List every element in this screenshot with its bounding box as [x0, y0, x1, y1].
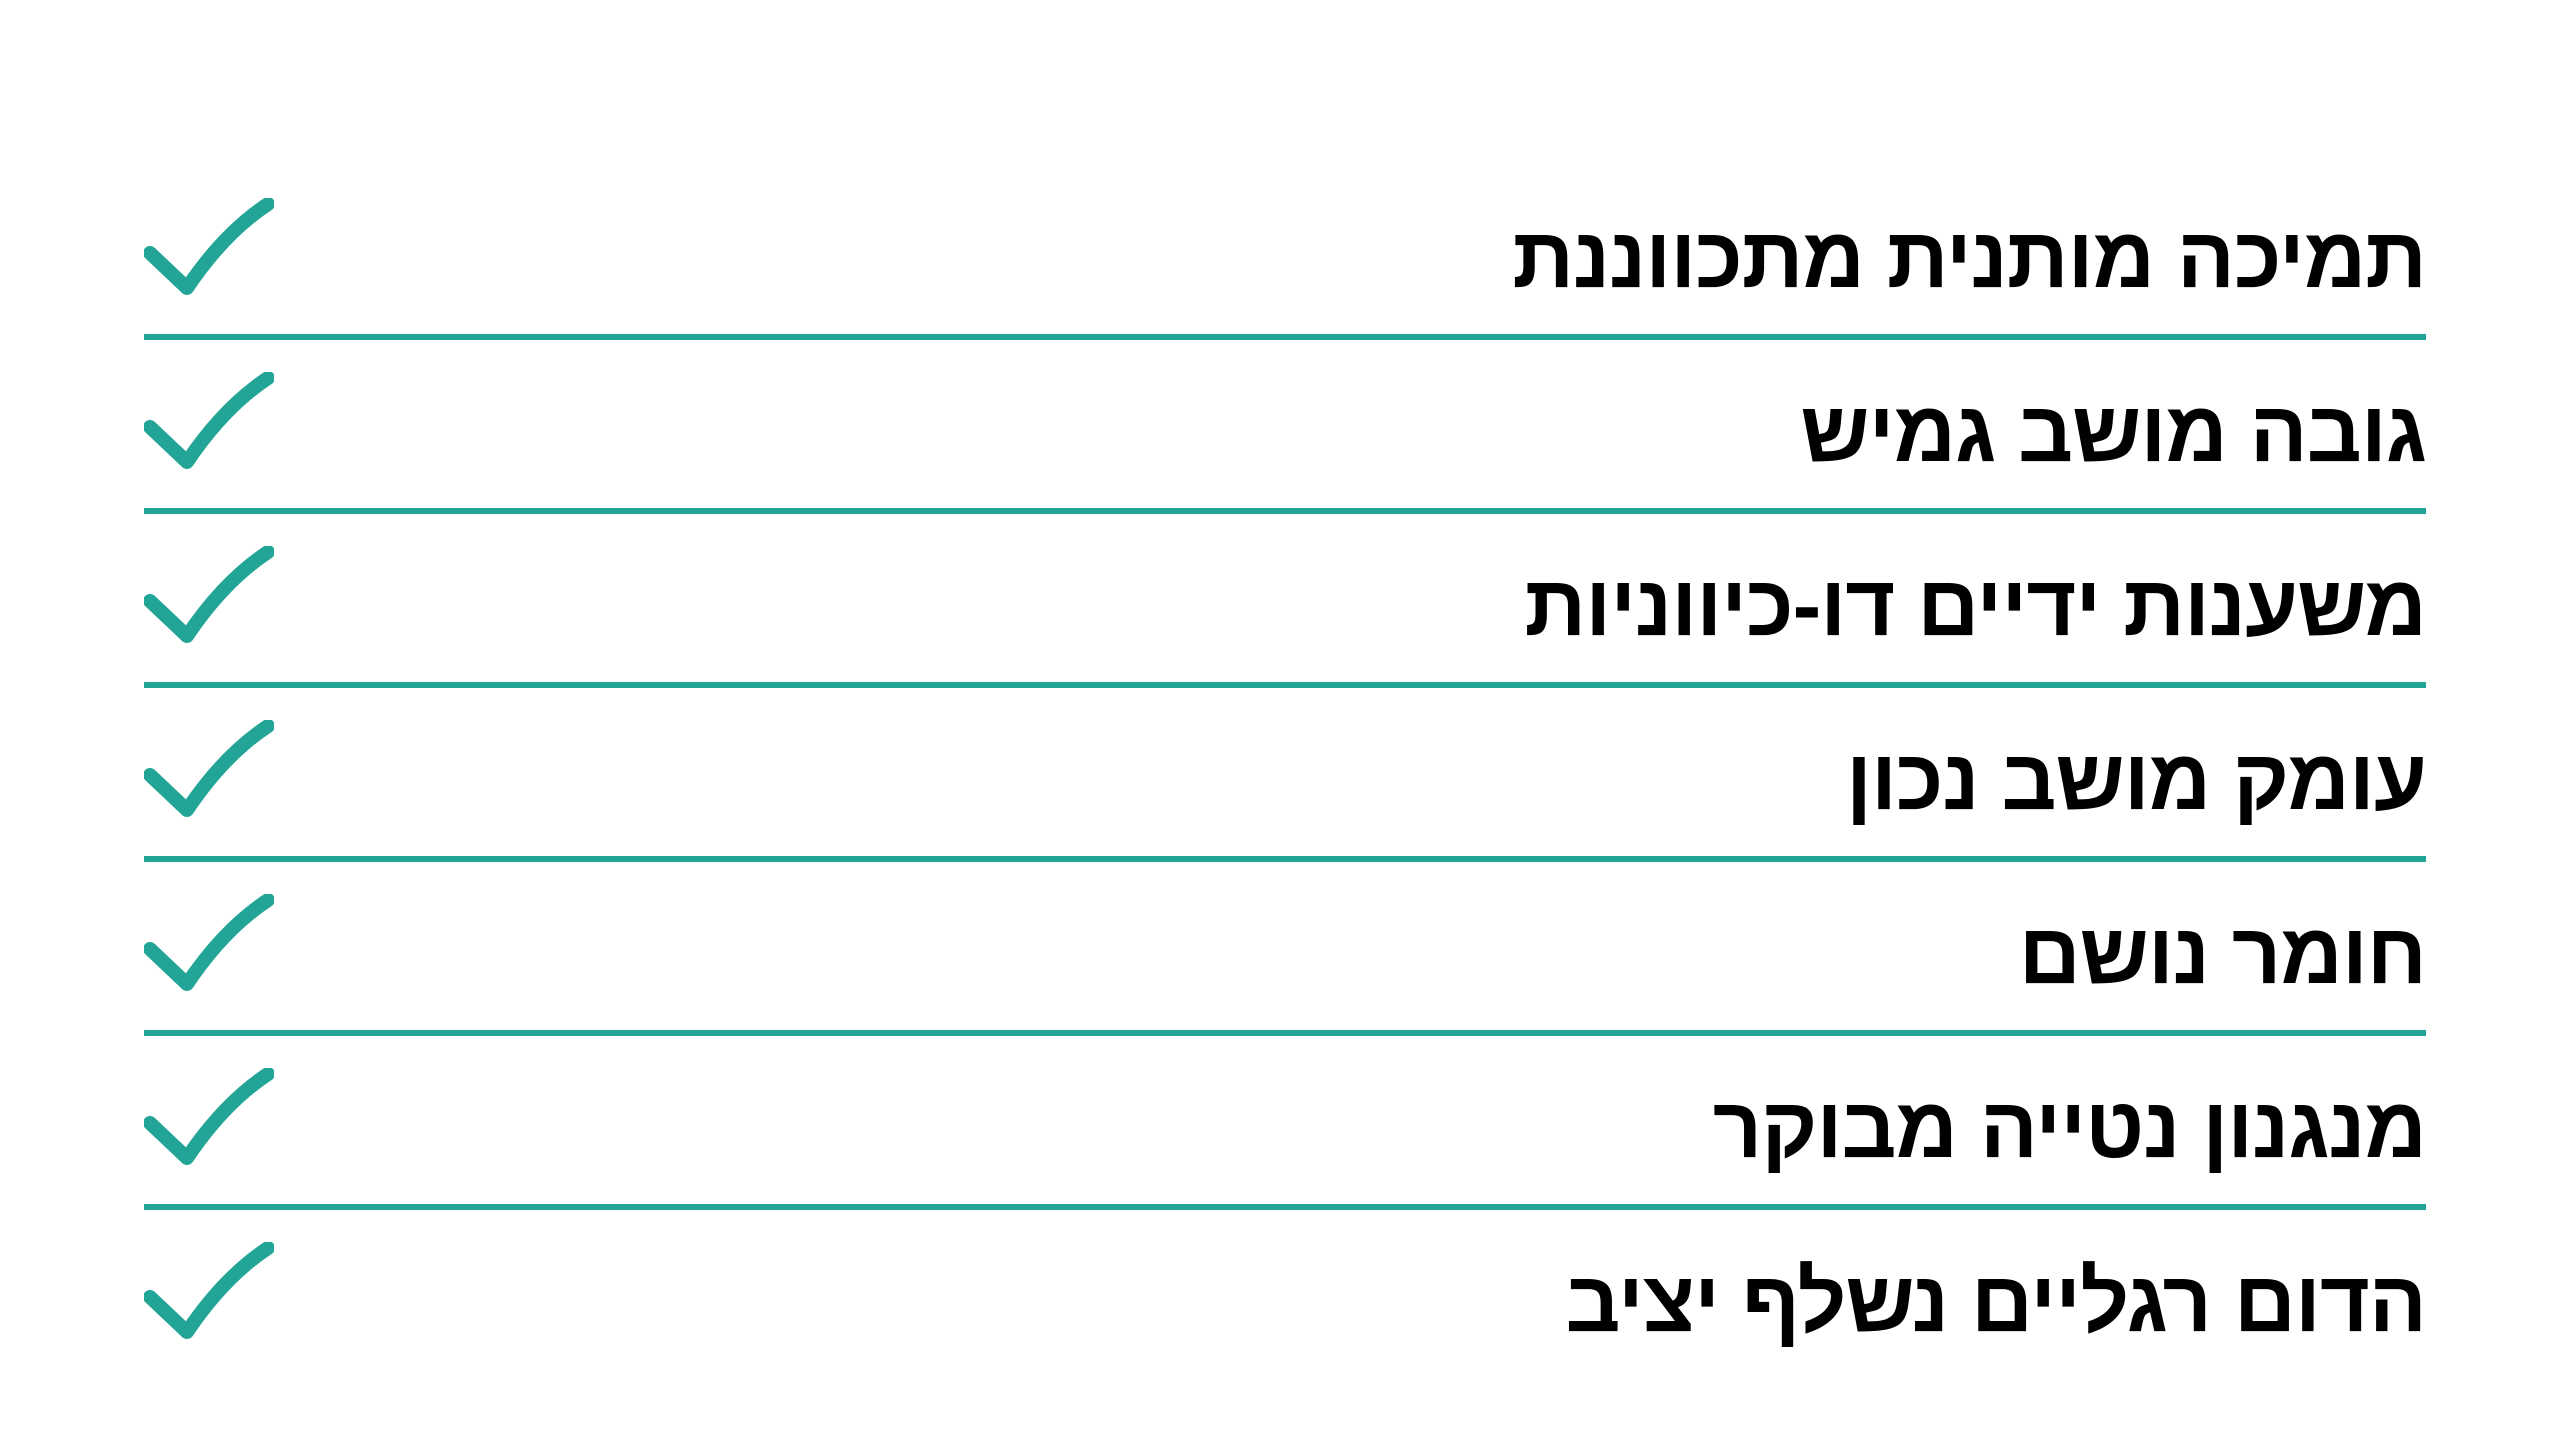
item-label: משענות ידיים דו-כיווניות [1524, 558, 2427, 654]
item-label: גובה מושב גמיש [1800, 384, 2427, 480]
row-divider [144, 334, 2426, 340]
row-divider [144, 682, 2426, 688]
checkmark-icon [144, 1068, 274, 1180]
list-item: חומר נושם [144, 866, 2427, 1040]
checkmark-icon [144, 546, 274, 658]
item-label: עומק מושב נכון [1846, 732, 2427, 828]
item-label: מנגנון נטייה מבוקר [1712, 1080, 2427, 1176]
item-label: תמיכה מותנית מתכווננת [1512, 210, 2427, 306]
row-divider [144, 1030, 2426, 1036]
checkmark-icon [144, 1242, 274, 1354]
list-item: משענות ידיים דו-כיווניות [144, 518, 2427, 692]
checkmark-icon [144, 894, 274, 1006]
list-item: מנגנון נטייה מבוקר [144, 1040, 2427, 1214]
list-item: תמיכה מותנית מתכווננת [144, 170, 2427, 344]
item-label: חומר נושם [2018, 906, 2427, 1002]
row-divider [144, 1204, 2426, 1210]
item-label: הדום רגליים נשלף יציב [1565, 1254, 2427, 1350]
checkmark-icon [144, 198, 274, 310]
feature-checklist: תמיכה מותנית מתכווננת גובה מושב גמיש משע… [144, 0, 2427, 1429]
list-item: עומק מושב נכון [144, 692, 2427, 866]
list-item: הדום רגליים נשלף יציב [144, 1214, 2427, 1388]
list-item: גובה מושב גמיש [144, 344, 2427, 518]
checkmark-icon [144, 720, 274, 832]
row-divider [144, 856, 2426, 862]
row-divider [144, 508, 2426, 514]
checkmark-icon [144, 372, 274, 484]
